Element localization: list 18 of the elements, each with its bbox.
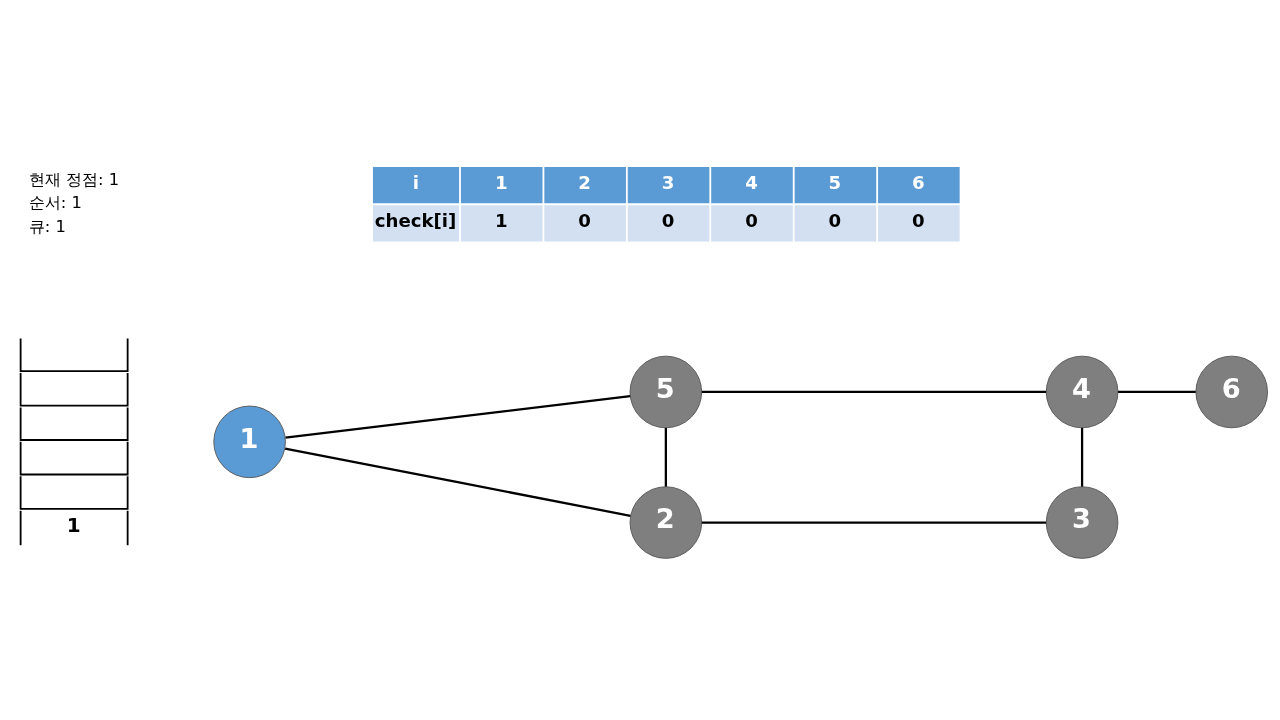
label: 0 xyxy=(828,209,842,231)
node-text: 1 xyxy=(66,513,81,538)
label: 2 xyxy=(578,171,591,193)
label: 3 xyxy=(661,171,675,193)
label: 0 xyxy=(745,209,758,231)
label: 1 xyxy=(494,209,508,231)
label: 0 xyxy=(578,209,591,231)
label: 현재 정점: 1 xyxy=(28,169,120,189)
label: 4 xyxy=(745,171,758,193)
label: i xyxy=(412,171,420,193)
label: 큐: 1 xyxy=(28,216,66,236)
label: 6 xyxy=(912,171,925,193)
label: check[i] xyxy=(374,209,457,231)
label: 0 xyxy=(661,209,675,231)
label: 5 xyxy=(828,171,842,193)
label: 0 xyxy=(912,209,925,231)
label: 1 xyxy=(494,171,508,193)
label: 순서: 1 xyxy=(28,193,82,213)
